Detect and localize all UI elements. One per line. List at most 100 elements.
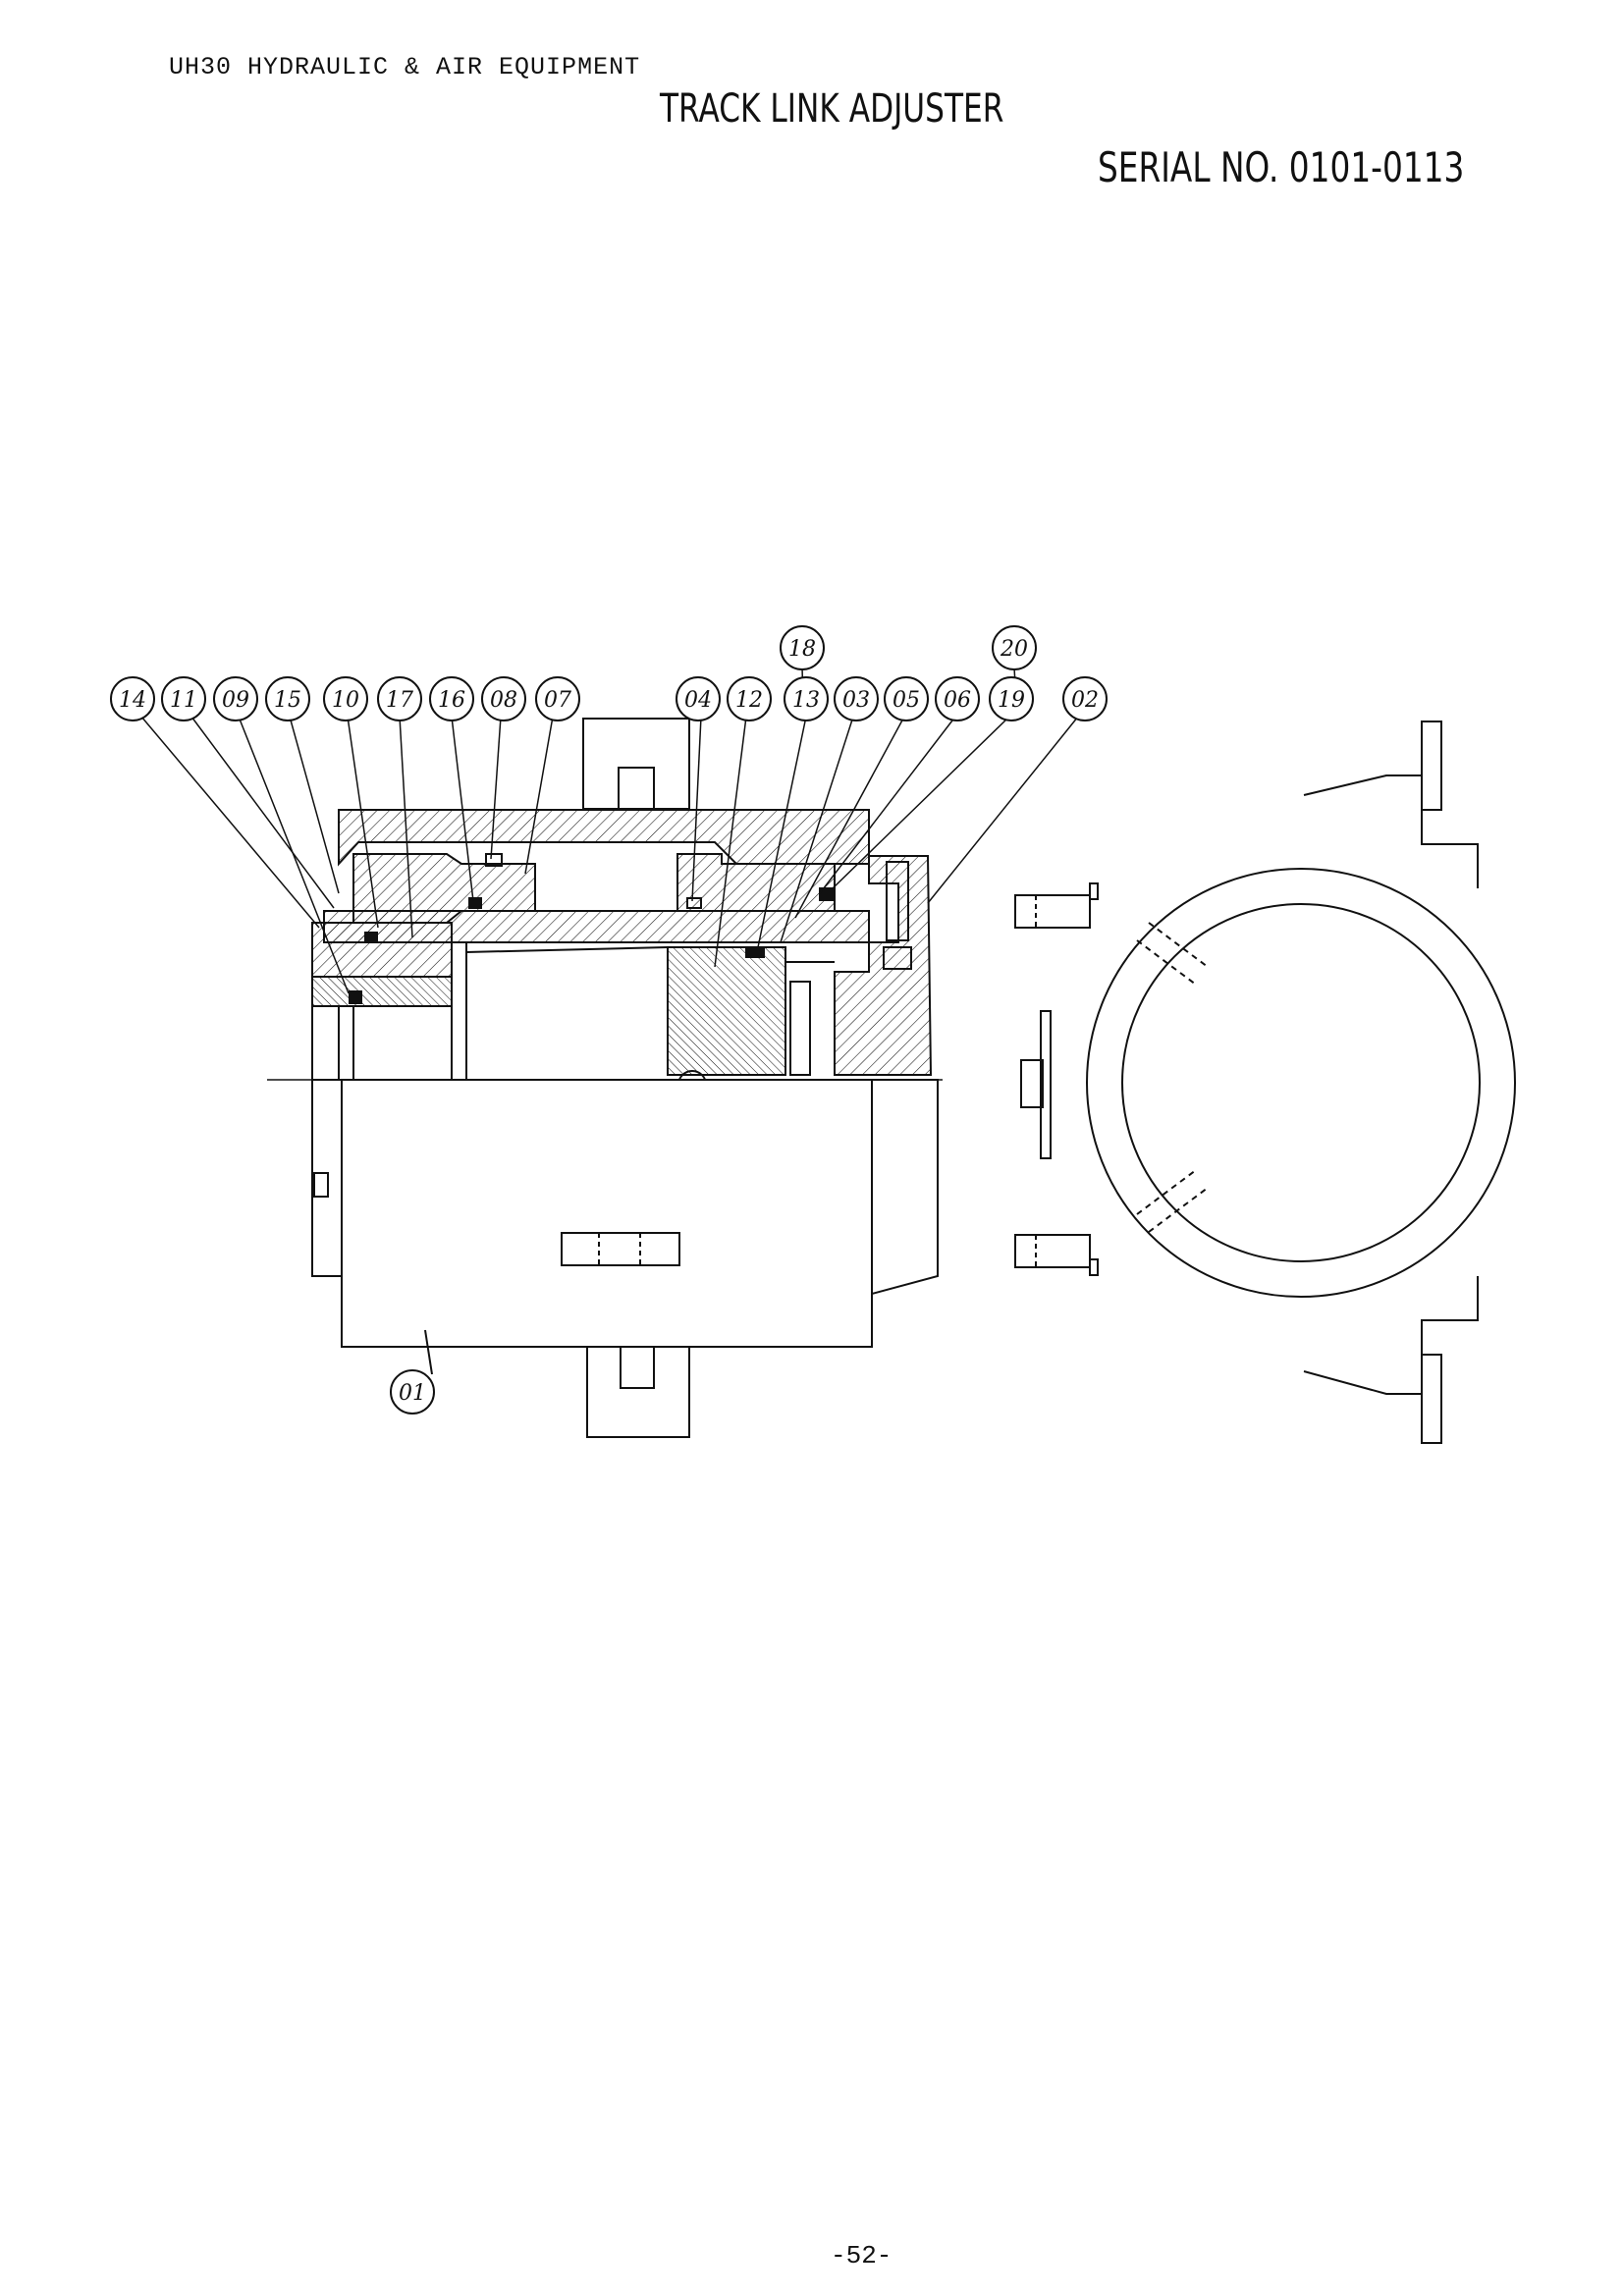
callout-bubble [377, 676, 422, 721]
callout-label: 06 [944, 688, 971, 713]
seal-ring [364, 932, 378, 943]
mount-ear-top [1014, 894, 1091, 929]
callout-label: 19 [998, 688, 1025, 713]
leader-14 [140, 716, 320, 929]
end-cap-port [886, 861, 909, 941]
hidden-hole [1148, 1187, 1209, 1233]
callout-label: 02 [1071, 688, 1099, 713]
cylinder-top-wall [338, 809, 870, 867]
callout-bubble [1062, 676, 1108, 721]
leader-16 [451, 716, 474, 902]
callout-bubble [989, 676, 1034, 721]
leader-13 [757, 716, 807, 948]
callout-08: 08 [481, 676, 526, 721]
sectional-view [267, 718, 943, 1438]
callout-label: 10 [332, 688, 359, 713]
callout-bubble [780, 625, 825, 670]
top-bracket [582, 718, 690, 810]
end-cap-plug [883, 946, 912, 970]
callout-bubble [390, 1369, 435, 1415]
leader-19 [832, 716, 1010, 889]
leader-12 [714, 716, 747, 968]
end-view-outer-ring [1086, 868, 1516, 1298]
callout-02: 02 [1062, 676, 1108, 721]
drawing-title: TRACK LINK ADJUSTER [660, 86, 1004, 132]
callout-label: 13 [792, 688, 820, 713]
callout-19: 19 [989, 676, 1034, 721]
bottom-bracket [586, 1346, 690, 1438]
callout-leaders [140, 667, 1079, 994]
leader-17 [399, 716, 413, 938]
bottom-lug-pin [1421, 1354, 1442, 1444]
callout-bubble [535, 676, 580, 721]
callout-01: 01 [390, 1369, 435, 1415]
callout-18: 18 [780, 625, 825, 670]
end-cap-lower [871, 1079, 939, 1295]
document-header: UH30 HYDRAULIC & AIR EQUIPMENT [169, 53, 641, 81]
callout-label: 17 [386, 688, 413, 713]
callout-bubble [935, 676, 980, 721]
callout-bubble [265, 676, 310, 721]
bottom-bracket-slot [620, 1346, 655, 1389]
callout-16: 16 [429, 676, 474, 721]
callout-bubble [161, 676, 206, 721]
callout-label: 03 [842, 688, 870, 713]
leader-02 [927, 716, 1079, 904]
callout-label: 15 [274, 688, 301, 713]
side-flat [1040, 1010, 1052, 1159]
lower-housing [341, 1079, 873, 1348]
gland-lower [311, 976, 453, 1007]
callout-bubble [676, 676, 721, 721]
top-lug-pin [1421, 721, 1442, 811]
hidden-hole [1136, 1169, 1197, 1215]
callout-bubble [110, 676, 155, 721]
gland [311, 922, 453, 978]
backup-ring [485, 853, 503, 867]
backup-ring [686, 897, 702, 909]
callout-label: 20 [1000, 637, 1028, 662]
hidden-hole [1136, 939, 1197, 986]
seal-ring [468, 897, 482, 909]
seal-ring [819, 887, 835, 901]
side-bolt [1020, 1059, 1044, 1108]
callout-15: 15 [265, 676, 310, 721]
callout-bubble [784, 676, 829, 721]
callout-label: 09 [222, 688, 249, 713]
callout-05: 05 [884, 676, 929, 721]
leader-04 [691, 716, 702, 902]
leader-11 [190, 716, 335, 909]
hidden-hole [1148, 922, 1209, 968]
gland-lower-face [311, 1079, 343, 1277]
callout-label: 11 [170, 688, 197, 713]
lower-slot [561, 1232, 680, 1266]
leader-01 [424, 1329, 433, 1375]
callout-label: 01 [399, 1381, 426, 1406]
callout-03: 03 [834, 676, 879, 721]
callout-bubble [429, 676, 474, 721]
top-bracket-slot [618, 767, 655, 810]
callout-bubble [481, 676, 526, 721]
callout-13: 13 [784, 676, 829, 721]
callout-label: 04 [684, 688, 712, 713]
mount-ear-bottom [1014, 1234, 1091, 1268]
callout-17: 17 [377, 676, 422, 721]
callout-bubble [992, 625, 1037, 670]
mount-tab [1089, 882, 1099, 900]
leader-07 [524, 716, 554, 875]
leader-10 [347, 716, 379, 929]
end-view [1014, 721, 1516, 1444]
callout-label: 12 [735, 688, 763, 713]
guide-block [667, 946, 786, 1076]
callout-07: 07 [535, 676, 580, 721]
mount-tab [1089, 1258, 1099, 1276]
callout-bubble [834, 676, 879, 721]
leader-15 [289, 716, 340, 894]
callout-bubble [884, 676, 929, 721]
callout-bubble [213, 676, 258, 721]
end-view-inner-ring [1121, 903, 1481, 1262]
callout-label: 14 [119, 688, 146, 713]
callout-bubble [727, 676, 772, 721]
gland-bolt [313, 1172, 329, 1198]
leader-09 [238, 716, 350, 994]
